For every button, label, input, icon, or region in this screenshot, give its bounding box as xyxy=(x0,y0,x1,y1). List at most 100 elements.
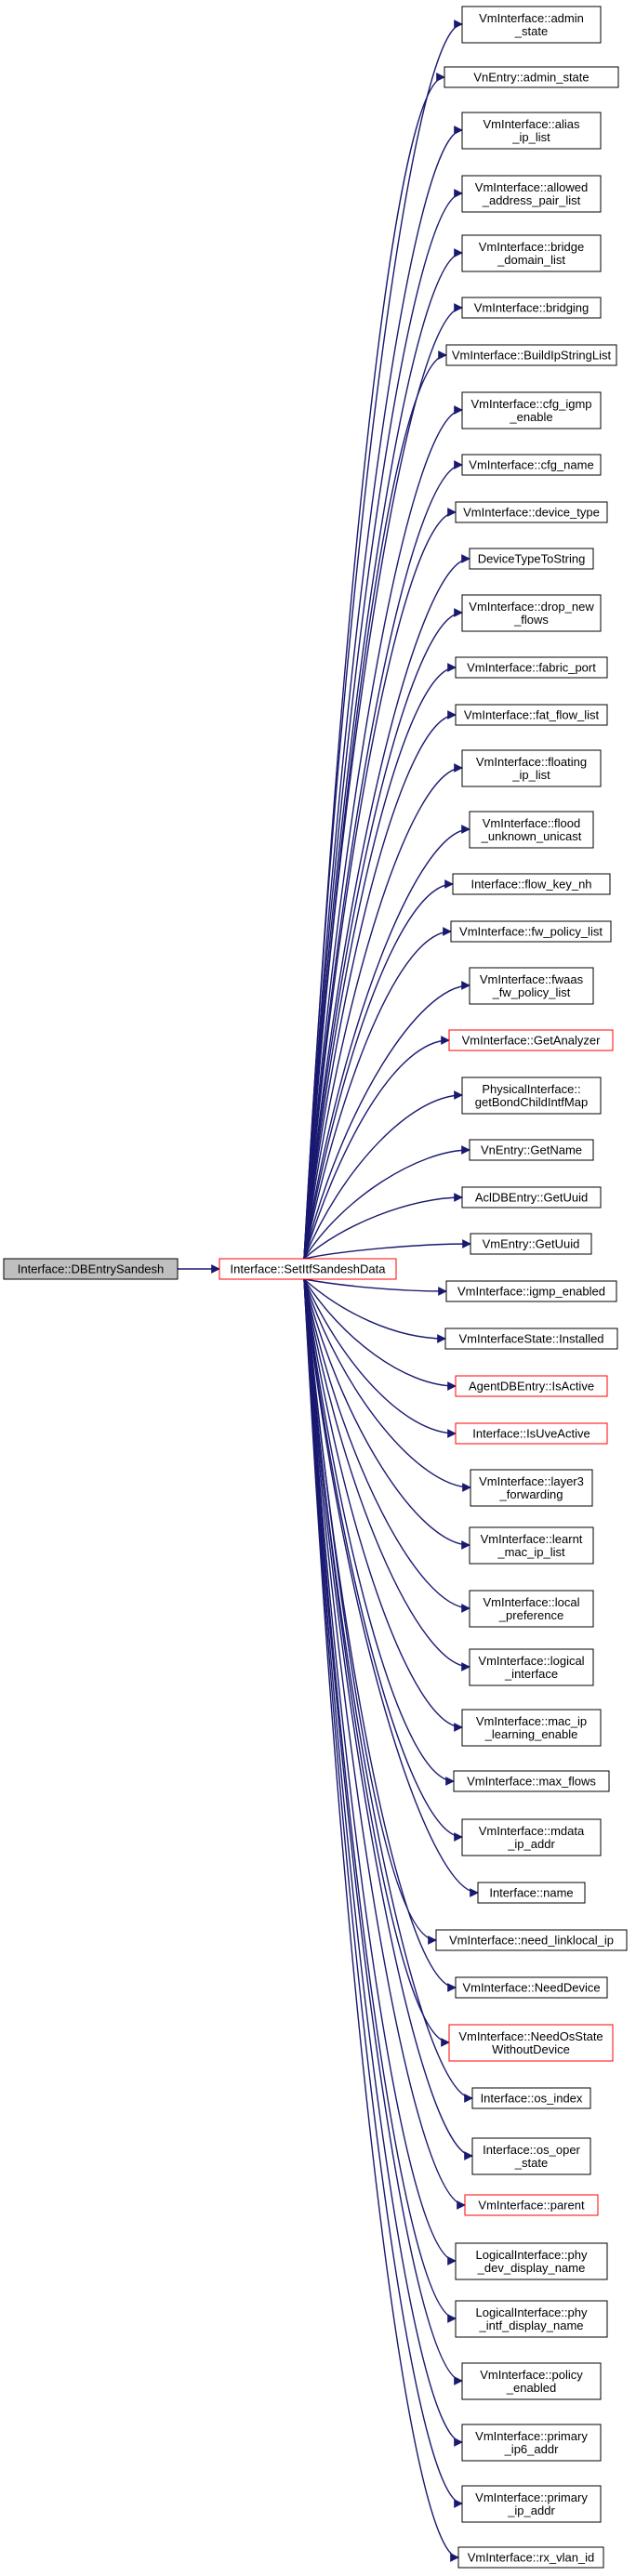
node-callee-box xyxy=(464,2194,599,2216)
node-callee-label: _enabled xyxy=(506,2381,557,2395)
node-callee[interactable]: AgentDBEntry::IsActive xyxy=(455,1375,608,1397)
edge-hub-to-callee xyxy=(303,125,463,1260)
node-hub-box xyxy=(219,1258,397,1280)
node-callee-box xyxy=(461,2362,602,2400)
node-callee-label: _mac_ip_list xyxy=(497,1545,565,1559)
node-callee-label: VmInterface::rx_vlan_id xyxy=(468,2551,595,2565)
node-callee[interactable]: VmInterface::policy_enabled xyxy=(461,2362,602,2400)
node-callee[interactable]: VmInterface::device_type xyxy=(455,501,608,523)
node-callee-box xyxy=(469,548,594,570)
node-hub[interactable]: Interface::SetItfSandeshData xyxy=(219,1258,397,1280)
node-callee-box xyxy=(469,811,594,849)
edge-hub-to-callee xyxy=(303,1193,463,1260)
node-callee-box xyxy=(435,1929,628,1951)
node-callee[interactable]: VmInterface::mac_ip_learning_enable xyxy=(461,1709,602,1747)
node-callee-label: VmInterface::policy xyxy=(480,2368,583,2382)
node-callee[interactable]: VmInterface::mdata_ip_addr xyxy=(461,1818,602,1856)
node-callee[interactable]: LogicalInterface::phy_intf_display_name xyxy=(455,2300,608,2338)
node-callee[interactable]: VmInterface::primary_ip_addr xyxy=(461,2485,602,2523)
node-callee-box xyxy=(461,594,602,632)
node-callee[interactable]: VmEntry::GetUuid xyxy=(470,1233,592,1255)
node-callee[interactable]: VmInterface::fwaas_fw_policy_list xyxy=(469,967,594,1005)
edge-hub-to-callee xyxy=(303,1036,450,1260)
edge-hub-to-callee xyxy=(303,1145,470,1260)
node-callee-box xyxy=(461,175,602,213)
node-callee-label: _state xyxy=(514,24,548,38)
node-callee-box xyxy=(470,1469,593,1507)
node-callee-box xyxy=(477,1882,586,1904)
node-callee-label: _state xyxy=(514,2156,548,2170)
node-callee[interactable]: VmInterface::fat_flow_list xyxy=(455,704,608,726)
node-callee-box xyxy=(450,920,612,943)
node-callee[interactable]: VmInterface::fw_policy_list xyxy=(450,920,612,943)
node-callee[interactable]: VmInterface::BuildIpStringList xyxy=(445,344,617,366)
node-callee[interactable]: VmInterface::max_flows xyxy=(453,1770,610,1792)
node-callee-label: VmInterface::learnt xyxy=(481,1532,583,1546)
node-callee-label: VmInterface::mac_ip xyxy=(476,1714,587,1728)
node-root-box xyxy=(3,1258,179,1280)
node-hub-label: Interface::SetItfSandeshData xyxy=(231,1262,387,1276)
node-callee[interactable]: VmInterface::NeedDevice xyxy=(455,1976,608,1999)
node-callee[interactable]: VmInterface::need_linklocal_ip xyxy=(435,1929,628,1951)
node-callee[interactable]: Interface::os_oper_state xyxy=(471,2137,591,2175)
node-callee-label: DeviceTypeToString xyxy=(478,552,586,566)
node-callee[interactable]: VmInterface::bridge_domain_list xyxy=(461,234,602,272)
node-callee-box xyxy=(461,454,602,476)
edge-hub-to-callee xyxy=(303,189,463,1260)
node-callee-label: _forwarding xyxy=(499,1487,563,1501)
node-callee-label: VmInterface::bridging xyxy=(474,301,590,315)
node-callee-box xyxy=(461,391,602,429)
node-callee[interactable]: VmInterface::rx_vlan_id xyxy=(457,2546,604,2569)
node-callee[interactable]: VmInterface::igmp_enabled xyxy=(445,1280,617,1302)
node-callee-label: VmInterface::cfg_name xyxy=(469,458,593,472)
node-callee[interactable]: Interface::name xyxy=(477,1882,586,1904)
node-callee-label: WithoutDevice xyxy=(492,2042,570,2056)
node-callee[interactable]: AclDBEntry::GetUuid xyxy=(461,1186,602,1209)
node-callee[interactable]: VmInterface::flood_unknown_unicast xyxy=(469,811,594,849)
node-callee-label: VmInterface::allowed xyxy=(475,180,588,194)
node-callee-box xyxy=(444,66,619,88)
node-callee[interactable]: VmInterface::admin_state xyxy=(461,6,602,44)
node-callee[interactable]: Interface::os_index xyxy=(471,2087,591,2109)
node-callee[interactable]: VmInterface::cfg_name xyxy=(461,454,602,476)
node-root[interactable]: Interface::DBEntrySandesh xyxy=(3,1258,179,1280)
node-callee[interactable]: VmInterface::parent xyxy=(464,2194,599,2216)
node-callee-box xyxy=(455,1976,608,1999)
node-callee[interactable]: VmInterface::logical_interface xyxy=(469,1648,594,1686)
node-callee-box xyxy=(469,1590,594,1628)
node-callee-box xyxy=(455,2242,608,2280)
node-callee-label: PhysicalInterface:: xyxy=(482,1082,580,1096)
node-callee-box xyxy=(455,656,608,679)
edge-hub-to-callee xyxy=(303,763,463,1260)
node-callee-box xyxy=(461,297,602,319)
node-callee-label: VmInterface::alias xyxy=(483,117,580,131)
edge-hub-to-callee xyxy=(303,1278,457,2323)
node-callee[interactable]: Interface::IsUveActive xyxy=(455,1422,608,1445)
node-callee-label: VmInterfaceState::Installed xyxy=(458,1332,603,1346)
node-callee[interactable]: PhysicalInterface::getBondChildIntfMap xyxy=(461,1077,602,1115)
node-callee[interactable]: VmInterface::GetAnalyzer xyxy=(448,1029,614,1051)
node-callee-box xyxy=(461,234,602,272)
node-callee[interactable]: LogicalInterface::phy_dev_display_name xyxy=(455,2242,608,2280)
node-root-label: Interface::DBEntrySandesh xyxy=(18,1262,165,1276)
node-callee[interactable]: VmInterface::cfg_igmp_enable xyxy=(461,391,602,429)
node-callee[interactable]: VmInterface::fabric_port xyxy=(455,656,608,679)
node-callee[interactable]: VmInterface::local_preference xyxy=(469,1590,594,1628)
node-callee[interactable]: VmInterface::layer3_forwarding xyxy=(470,1469,593,1507)
node-callee[interactable]: VmInterface::floating_ip_list xyxy=(461,749,602,787)
node-callee[interactable]: Interface::flow_key_nh xyxy=(452,873,611,895)
edge-hub-to-callee xyxy=(303,981,470,1260)
node-callee[interactable]: VmInterface::allowed_address_pair_list xyxy=(461,175,602,213)
node-callee[interactable]: VnEntry::GetName xyxy=(469,1139,594,1161)
node-callee[interactable]: DeviceTypeToString xyxy=(469,548,594,570)
node-callee[interactable]: VmInterface::alias_ip_list xyxy=(461,112,602,150)
node-callee[interactable]: VmInterface::learnt_mac_ip_list xyxy=(469,1526,594,1565)
node-callee[interactable]: VmInterfaceState::Installed xyxy=(444,1328,618,1350)
node-callee[interactable]: VmInterface::drop_new_flows xyxy=(461,594,602,632)
node-callee-label: VmInterface::need_linklocal_ip xyxy=(449,1934,614,1948)
node-callee[interactable]: VnEntry::admin_state xyxy=(444,66,619,88)
node-callee[interactable]: VmInterface::bridging xyxy=(461,297,602,319)
node-callee-label: VmEntry::GetUuid xyxy=(483,1237,580,1251)
node-callee[interactable]: VmInterface::primary_ip6_addr xyxy=(461,2424,602,2462)
